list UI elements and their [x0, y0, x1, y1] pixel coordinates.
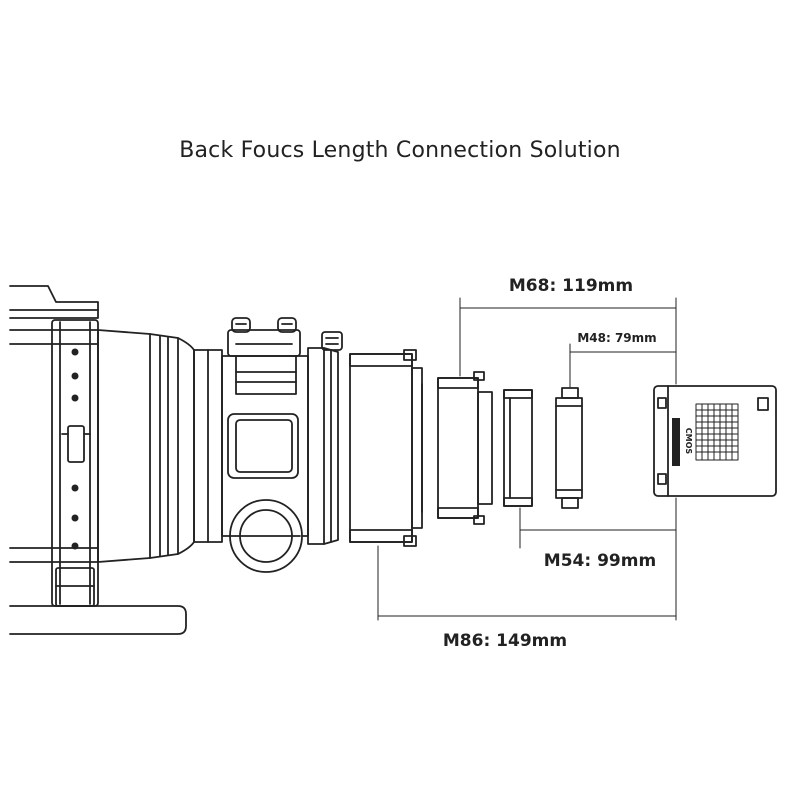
ring-clamp — [67, 425, 85, 463]
m48-label: M48: 79mm — [577, 331, 656, 345]
lock-knob — [321, 331, 343, 351]
focuser-clamp — [227, 329, 301, 357]
adapter-m48 — [555, 387, 583, 509]
mounting-ring-top — [9, 285, 99, 319]
telescope — [9, 285, 343, 635]
m86-label: M86: 149mm — [443, 631, 567, 651]
adapter-m54 — [503, 389, 533, 507]
dovetail-plate — [9, 605, 187, 635]
clamp-knobs — [231, 317, 297, 333]
focus-knob — [229, 499, 303, 573]
cmos-camera: CMOS — [653, 385, 777, 497]
dimension-lines — [377, 297, 677, 621]
adapter-m86 — [349, 349, 423, 547]
adapter-m68 — [437, 371, 493, 525]
m54-label: M54: 99mm — [544, 551, 656, 571]
m68-label: M68: 119mm — [509, 276, 633, 296]
ring-holes — [71, 348, 79, 550]
cmos-label: CMOS — [684, 428, 693, 455]
heat-sink — [695, 403, 739, 461]
focuser-window — [227, 413, 299, 479]
rotator-ring — [307, 347, 325, 545]
diagram-title: Back Foucs Length Connection Solution — [179, 138, 621, 163]
mounting-ring — [51, 319, 99, 607]
main-tube — [9, 329, 151, 563]
